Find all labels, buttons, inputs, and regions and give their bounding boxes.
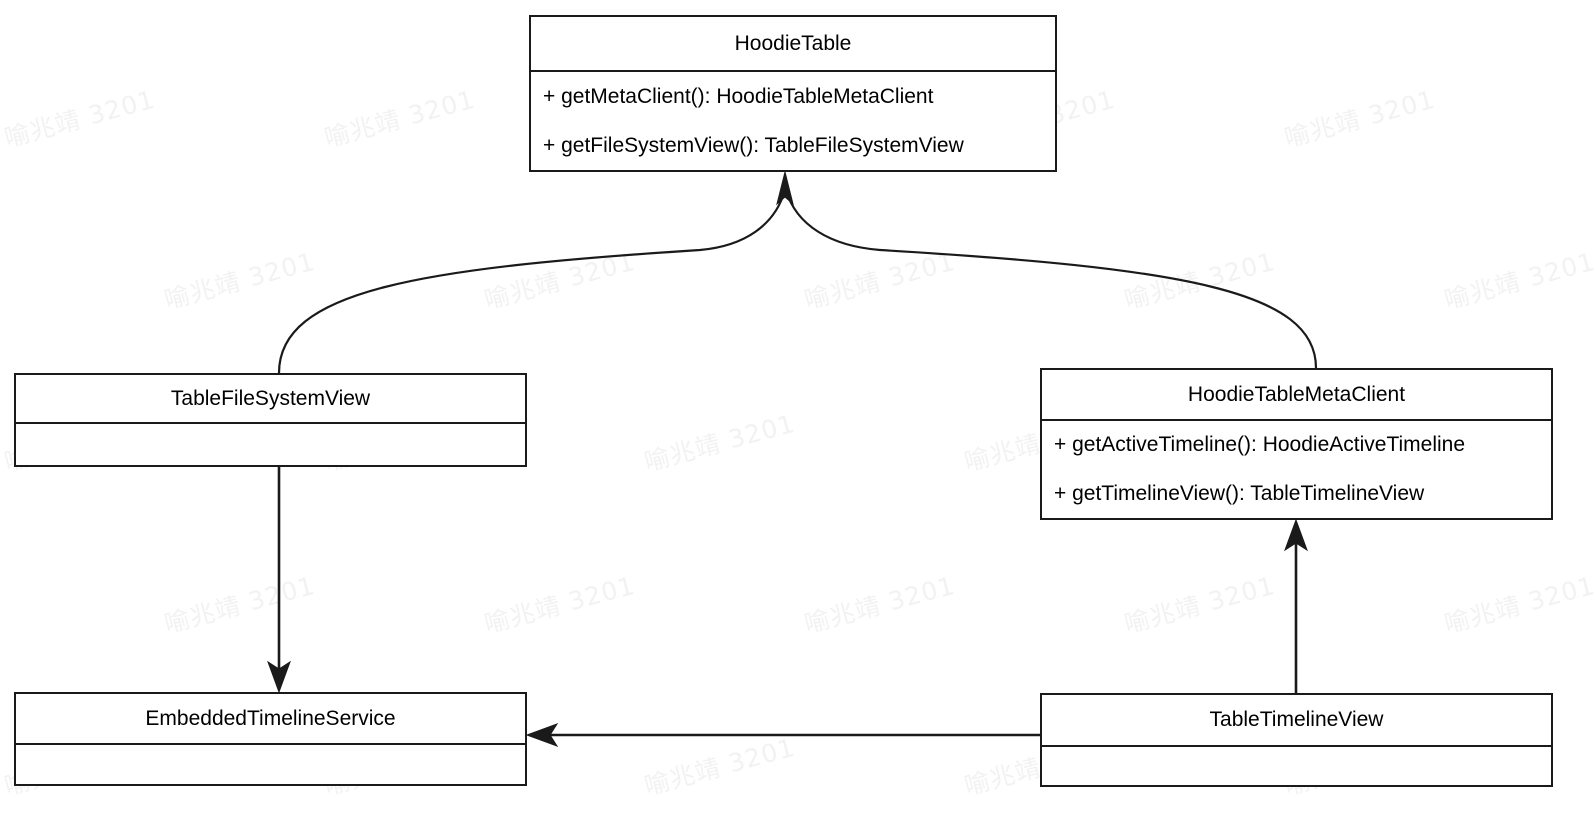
arrowhead-into-embedded-timeline-service-side	[525, 723, 559, 747]
watermark-text: 喻兆靖 3201	[1, 84, 159, 153]
class-name-table-file-system-view: TableFileSystemView	[16, 375, 525, 424]
class-member: + getMetaClient(): HoodieTableMetaClient	[543, 84, 934, 108]
uml-class-embedded-timeline-service[interactable]: EmbeddedTimelineService	[14, 692, 527, 786]
class-members-table-timeline-view	[1042, 747, 1551, 785]
class-name-table-timeline-view: TableTimelineView	[1042, 695, 1551, 747]
watermark-text: 喻兆靖 3201	[1441, 570, 1594, 639]
class-members-hoodie-table-meta-client: + getActiveTimeline(): HoodieActiveTimel…	[1042, 421, 1551, 518]
edge-metaclient-to-hoodietable	[784, 189, 1318, 369]
watermark-text: 喻兆靖 3201	[161, 246, 319, 315]
watermark-text: 喻兆靖 3201	[1121, 570, 1279, 639]
class-name-hoodie-table: HoodieTable	[531, 17, 1055, 72]
uml-class-table-file-system-view[interactable]: TableFileSystemView	[14, 373, 527, 467]
arrowhead-into-hoodie-table	[776, 171, 794, 206]
watermark-text: 喻兆靖 3201	[801, 246, 959, 315]
uml-class-table-timeline-view[interactable]: TableTimelineView	[1040, 693, 1553, 787]
watermark-text: 喻兆靖 3201	[481, 246, 639, 315]
class-member: + getFileSystemView(): TableFileSystemVi…	[543, 133, 964, 157]
uml-class-hoodie-table[interactable]: HoodieTable+ getMetaClient(): HoodieTabl…	[529, 15, 1057, 172]
class-members-embedded-timeline-service	[16, 745, 525, 784]
class-name-embedded-timeline-service: EmbeddedTimelineService	[16, 694, 525, 745]
arrowhead-into-embedded-timeline-service	[267, 660, 291, 694]
class-member: + getActiveTimeline(): HoodieActiveTimel…	[1054, 433, 1466, 457]
uml-class-hoodie-table-meta-client[interactable]: HoodieTableMetaClient + getActiveTimeline…	[1040, 368, 1553, 520]
watermark-text: 喻兆靖 3201	[641, 408, 799, 477]
arrowhead-into-hoodie-table-meta-client	[1284, 518, 1308, 552]
watermark-text: 喻兆靖 3201	[801, 570, 959, 639]
watermark-text: 喻兆靖 3201	[1121, 246, 1279, 315]
watermark-text: 喻兆靖 3201	[161, 570, 319, 639]
class-name-hoodie-table-meta-client: HoodieTableMetaClient	[1042, 370, 1551, 421]
class-members-table-file-system-view	[16, 424, 525, 465]
watermark-text: 喻兆靖 3201	[321, 84, 479, 153]
watermark-text: 喻兆靖 3201	[641, 732, 799, 801]
watermark-text: 喻兆靖 3201	[481, 570, 639, 639]
class-members-hoodie-table: + getMetaClient(): HoodieTableMetaClient…	[531, 72, 1055, 170]
edge-fsview-to-hoodietable	[277, 189, 787, 374]
class-member: + getTimelineView(): TableTimelineView	[1054, 481, 1425, 505]
watermark-text: 喻兆靖 3201	[1281, 84, 1439, 153]
watermark-text: 喻兆靖 3201	[1441, 246, 1594, 315]
